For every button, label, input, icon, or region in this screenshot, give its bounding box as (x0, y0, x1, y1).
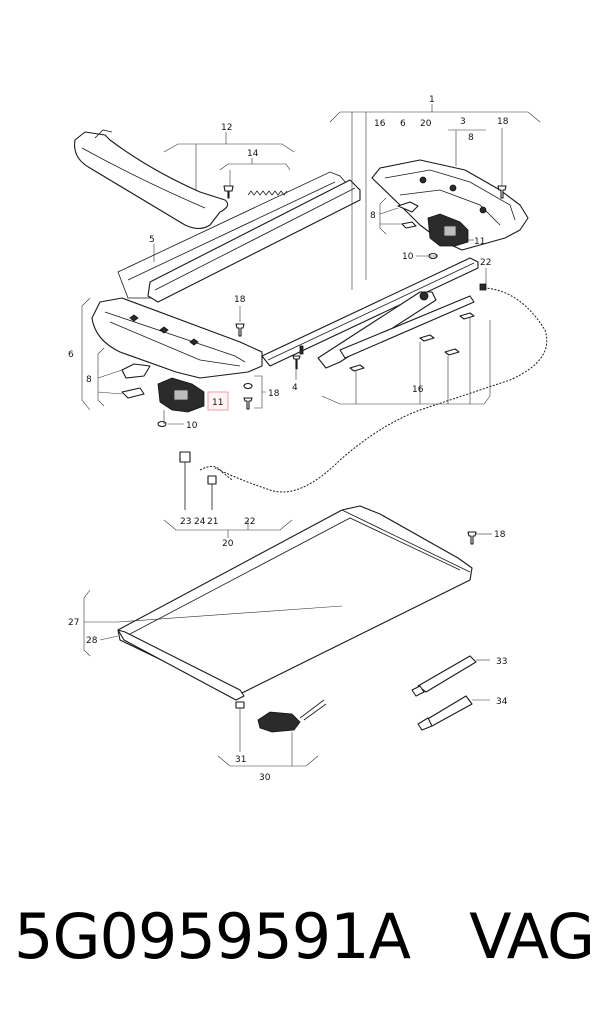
label-18-left: 18 (234, 295, 246, 305)
rear-frame-part-3 (371, 159, 529, 251)
label-14: 14 (247, 149, 259, 159)
part-number-caption: 5G0959591A VAG (14, 896, 595, 976)
drive-cable-part-22 (214, 287, 548, 493)
label-30: 30 (259, 773, 271, 783)
screw-part-4 (292, 355, 301, 370)
label-10-right: 10 (402, 252, 414, 262)
label-16-top: 16 (374, 119, 386, 129)
label-24: 24 (194, 517, 206, 527)
clip-part-8-left (121, 363, 151, 399)
highlight-box-part-11 (207, 391, 229, 411)
label-22-top: 22 (480, 258, 491, 268)
label-21: 21 (207, 517, 218, 527)
clip-part-8-right (397, 201, 419, 229)
label-28: 28 (86, 636, 98, 646)
label-34: 34 (496, 697, 508, 707)
label-23: 23 (180, 517, 191, 527)
spring-part-14 (247, 190, 288, 196)
part-labels: 1 16 6 20 3 8 18 12 14 5 18 8 11 10 22 6… (68, 95, 509, 783)
cable-end-part-22-top (479, 283, 487, 291)
cable-part-24-21 (199, 466, 233, 510)
label-20-bottom: 20 (222, 539, 234, 549)
seal-frame-part-5 (117, 171, 361, 303)
label-5: 5 (149, 235, 155, 245)
label-18-mid: 18 (494, 530, 506, 540)
brand-name: VAG (469, 899, 595, 973)
connector-part-23 (179, 451, 191, 510)
label-20-top: 20 (420, 119, 432, 129)
guide-rail-part (261, 257, 479, 367)
slide-mechanism-part-16 (317, 291, 475, 372)
label-6-top: 6 (400, 119, 406, 129)
motor-part-11-left (157, 377, 205, 424)
label-31: 31 (235, 755, 246, 765)
label-11-right: 11 (474, 237, 485, 247)
glass-panel-part-27 (117, 505, 473, 697)
label-18-top: 18 (497, 117, 509, 127)
label-3: 3 (460, 117, 466, 127)
label-4: 4 (292, 383, 298, 393)
label-6-left: 6 (68, 350, 74, 360)
label-33: 33 (496, 657, 507, 667)
label-11-left: 11 (212, 398, 223, 408)
sunroof-frame-part-6 (91, 297, 263, 379)
label-22-bottom: 22 (244, 517, 255, 527)
screw-part-18-left (243, 382, 253, 410)
label-10-left: 10 (186, 421, 198, 431)
glass-seal-part-28 (117, 629, 245, 701)
label-18-small: 18 (268, 389, 280, 399)
label-1: 1 (429, 95, 435, 105)
label-12: 12 (221, 123, 232, 133)
label-8-left: 8 (86, 375, 92, 385)
drive-unit-part-30 (235, 699, 327, 733)
label-8-top: 8 (468, 133, 474, 143)
grease-tube-part-33 (411, 655, 490, 697)
grease-tube-part-34 (417, 695, 490, 731)
sunroof-exploded-diagram: 1 16 6 20 3 8 18 12 14 5 18 8 11 10 22 6… (68, 95, 548, 783)
screw-part-18 (235, 185, 507, 545)
leader-lines (81, 104, 541, 767)
motor-part-11-right (427, 213, 469, 247)
label-8-right: 8 (370, 211, 376, 221)
clip-part-12 (223, 185, 234, 199)
wind-deflector-part (74, 129, 229, 230)
label-16-bottom: 16 (412, 385, 424, 395)
part-number: 5G0959591A (14, 899, 411, 973)
label-27: 27 (68, 618, 79, 628)
